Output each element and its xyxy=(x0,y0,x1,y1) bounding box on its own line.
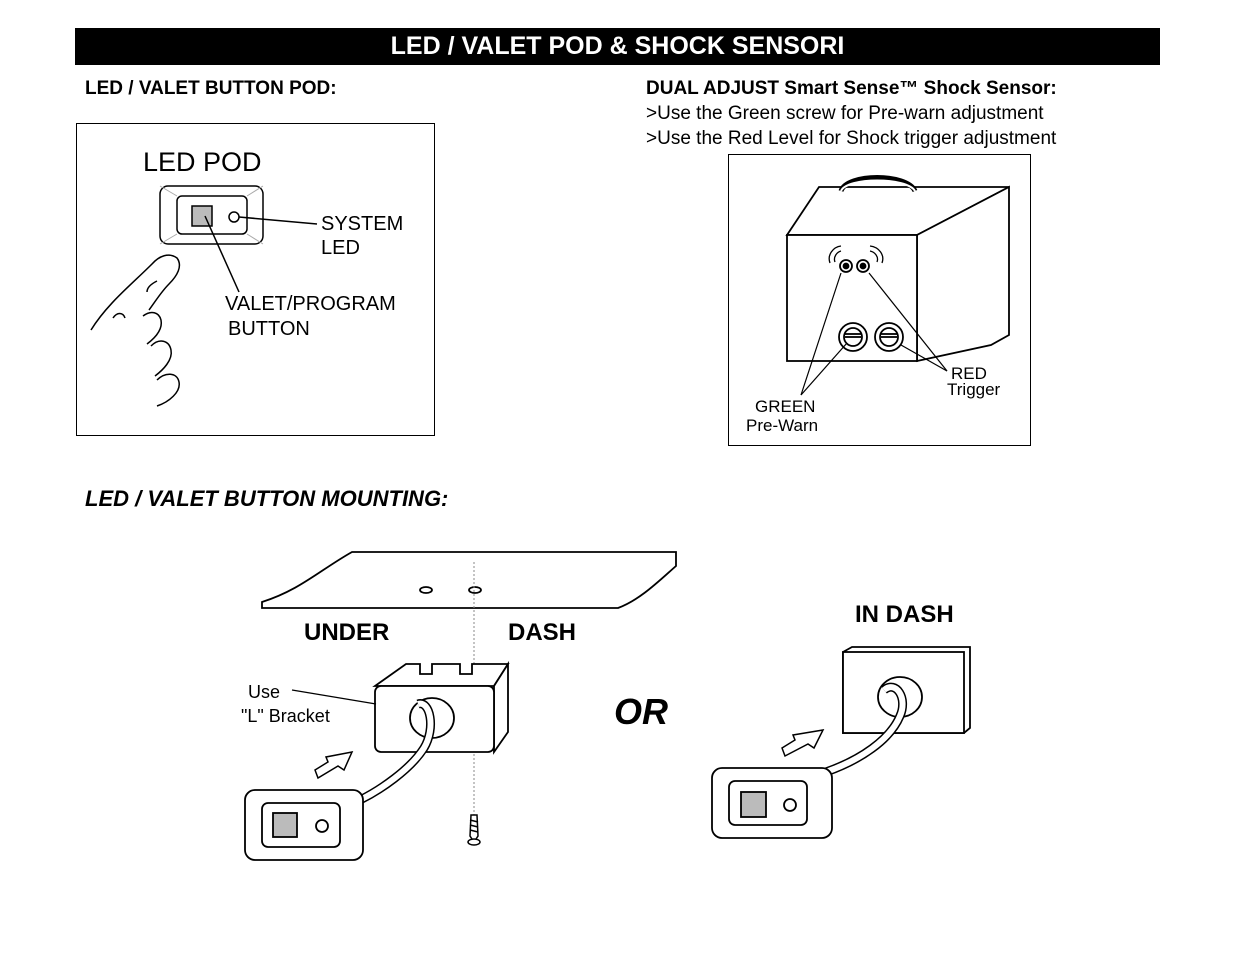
dash-panel-illustration xyxy=(261,551,677,609)
bracket-callout-line xyxy=(291,689,377,705)
mounting-heading: LED / VALET BUTTON MOUNTING: xyxy=(85,486,449,511)
led-pod-diagram: LED POD SYSTEM LED VALET/PROGRAM BUTTON xyxy=(90,147,403,407)
page-title: LED / VALET POD & SHOCK SENSORI xyxy=(75,28,1160,65)
shock-sensor-callouts xyxy=(800,272,948,396)
in-dash-arrow-icon xyxy=(781,729,825,758)
led-pod-diagram-box: LED POD SYSTEM LED VALET/PROGRAM BUTTON xyxy=(76,123,435,436)
mount-arrow-icon xyxy=(314,750,354,780)
hand-illustration xyxy=(90,254,181,407)
green-prewarn-label-line1: GREEN xyxy=(755,397,815,416)
l-bracket-illustration xyxy=(372,660,510,755)
shock-sensor-diagram-box: RED Trigger GREEN Pre-Warn xyxy=(728,154,1031,446)
led-pod-diagram-title: LED POD xyxy=(143,147,262,177)
shock-sensor-diagram: RED Trigger GREEN Pre-Warn xyxy=(746,175,1010,435)
led-pod-in-dash xyxy=(711,767,833,839)
bracket-label-line2: "L" Bracket xyxy=(241,706,330,726)
under-label: UNDER xyxy=(304,619,389,646)
green-prewarn-label-line2: Pre-Warn xyxy=(746,416,818,435)
or-label: OR xyxy=(614,691,668,732)
red-trigger-label-line1: RED xyxy=(951,364,987,383)
system-led-label-line1: SYSTEM xyxy=(321,213,403,235)
shock-sensor-illustration xyxy=(785,175,1010,363)
dash-label: DASH xyxy=(508,619,576,646)
shock-sensor-line-2: >Use the Red Level for Shock trigger adj… xyxy=(646,128,1057,149)
shock-sensor-heading: DUAL ADJUST Smart Sense™ Shock Sensor: xyxy=(646,78,1057,99)
system-led-label-line2: LED xyxy=(321,237,360,259)
mounting-diagram: UNDER DASH Use "L" Bracket OR IN DASH xyxy=(241,551,971,861)
screw-icon xyxy=(467,814,481,846)
valet-button-label-line2: BUTTON xyxy=(228,318,310,340)
in-dash-panel-illustration xyxy=(842,646,971,734)
led-pod-heading: LED / VALET BUTTON POD: xyxy=(85,78,337,99)
in-dash-label: IN DASH xyxy=(855,601,954,628)
red-trigger-label-line2: Trigger xyxy=(947,380,1001,399)
shock-sensor-line-1: >Use the Green screw for Pre-warn adjust… xyxy=(646,103,1044,124)
valet-button-label-line1: VALET/PROGRAM xyxy=(225,293,396,315)
led-pod-illustration xyxy=(159,185,318,293)
bracket-label-line1: Use xyxy=(248,682,280,702)
led-pod-under-dash xyxy=(244,789,364,861)
